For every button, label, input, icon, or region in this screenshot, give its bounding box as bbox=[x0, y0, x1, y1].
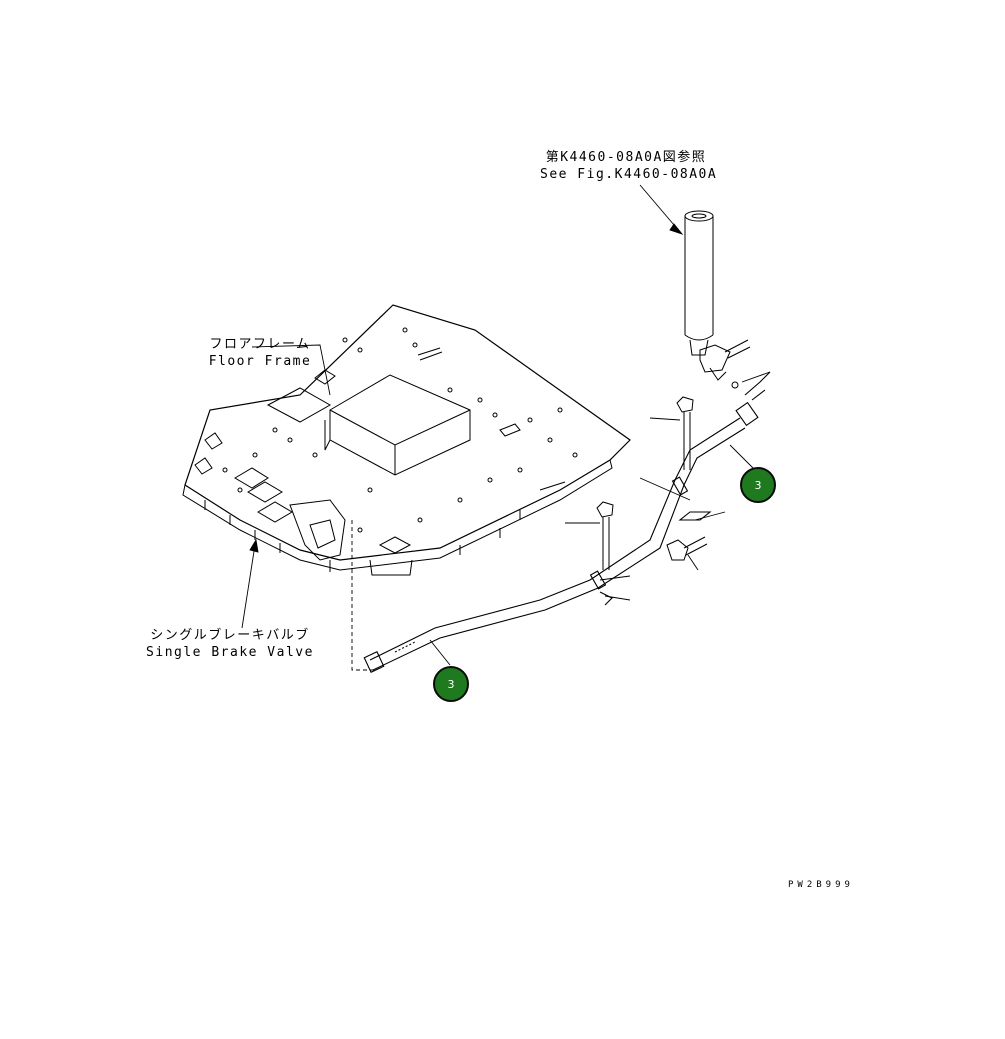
drawing-code: PW2B999 bbox=[788, 880, 854, 890]
part-callout-3-upper[interactable]: 3 bbox=[740, 467, 776, 503]
leader-lines bbox=[241, 184, 771, 671]
reservoir-cylinder bbox=[684, 210, 751, 389]
brake-valve-label-jp: シングルブレーキバルブ bbox=[150, 628, 310, 643]
part-callout-3-lower[interactable]: 3 bbox=[433, 666, 469, 702]
reference-label-jp: 第K4460-08A0A図参照 bbox=[545, 150, 707, 165]
floor-frame-label-jp: フロアフレーム bbox=[209, 337, 311, 352]
reference-label-en: See Fig.K4460-08A0A bbox=[540, 167, 718, 182]
floor-frame bbox=[182, 304, 631, 576]
frame-studs bbox=[204, 500, 521, 572]
floor-frame-label-en: Floor Frame bbox=[208, 354, 312, 369]
brake-valve-label-en: Single Brake Valve bbox=[146, 645, 314, 660]
plate-holes bbox=[222, 327, 578, 533]
hose-assembly bbox=[363, 371, 771, 673]
bolts bbox=[596, 396, 708, 570]
